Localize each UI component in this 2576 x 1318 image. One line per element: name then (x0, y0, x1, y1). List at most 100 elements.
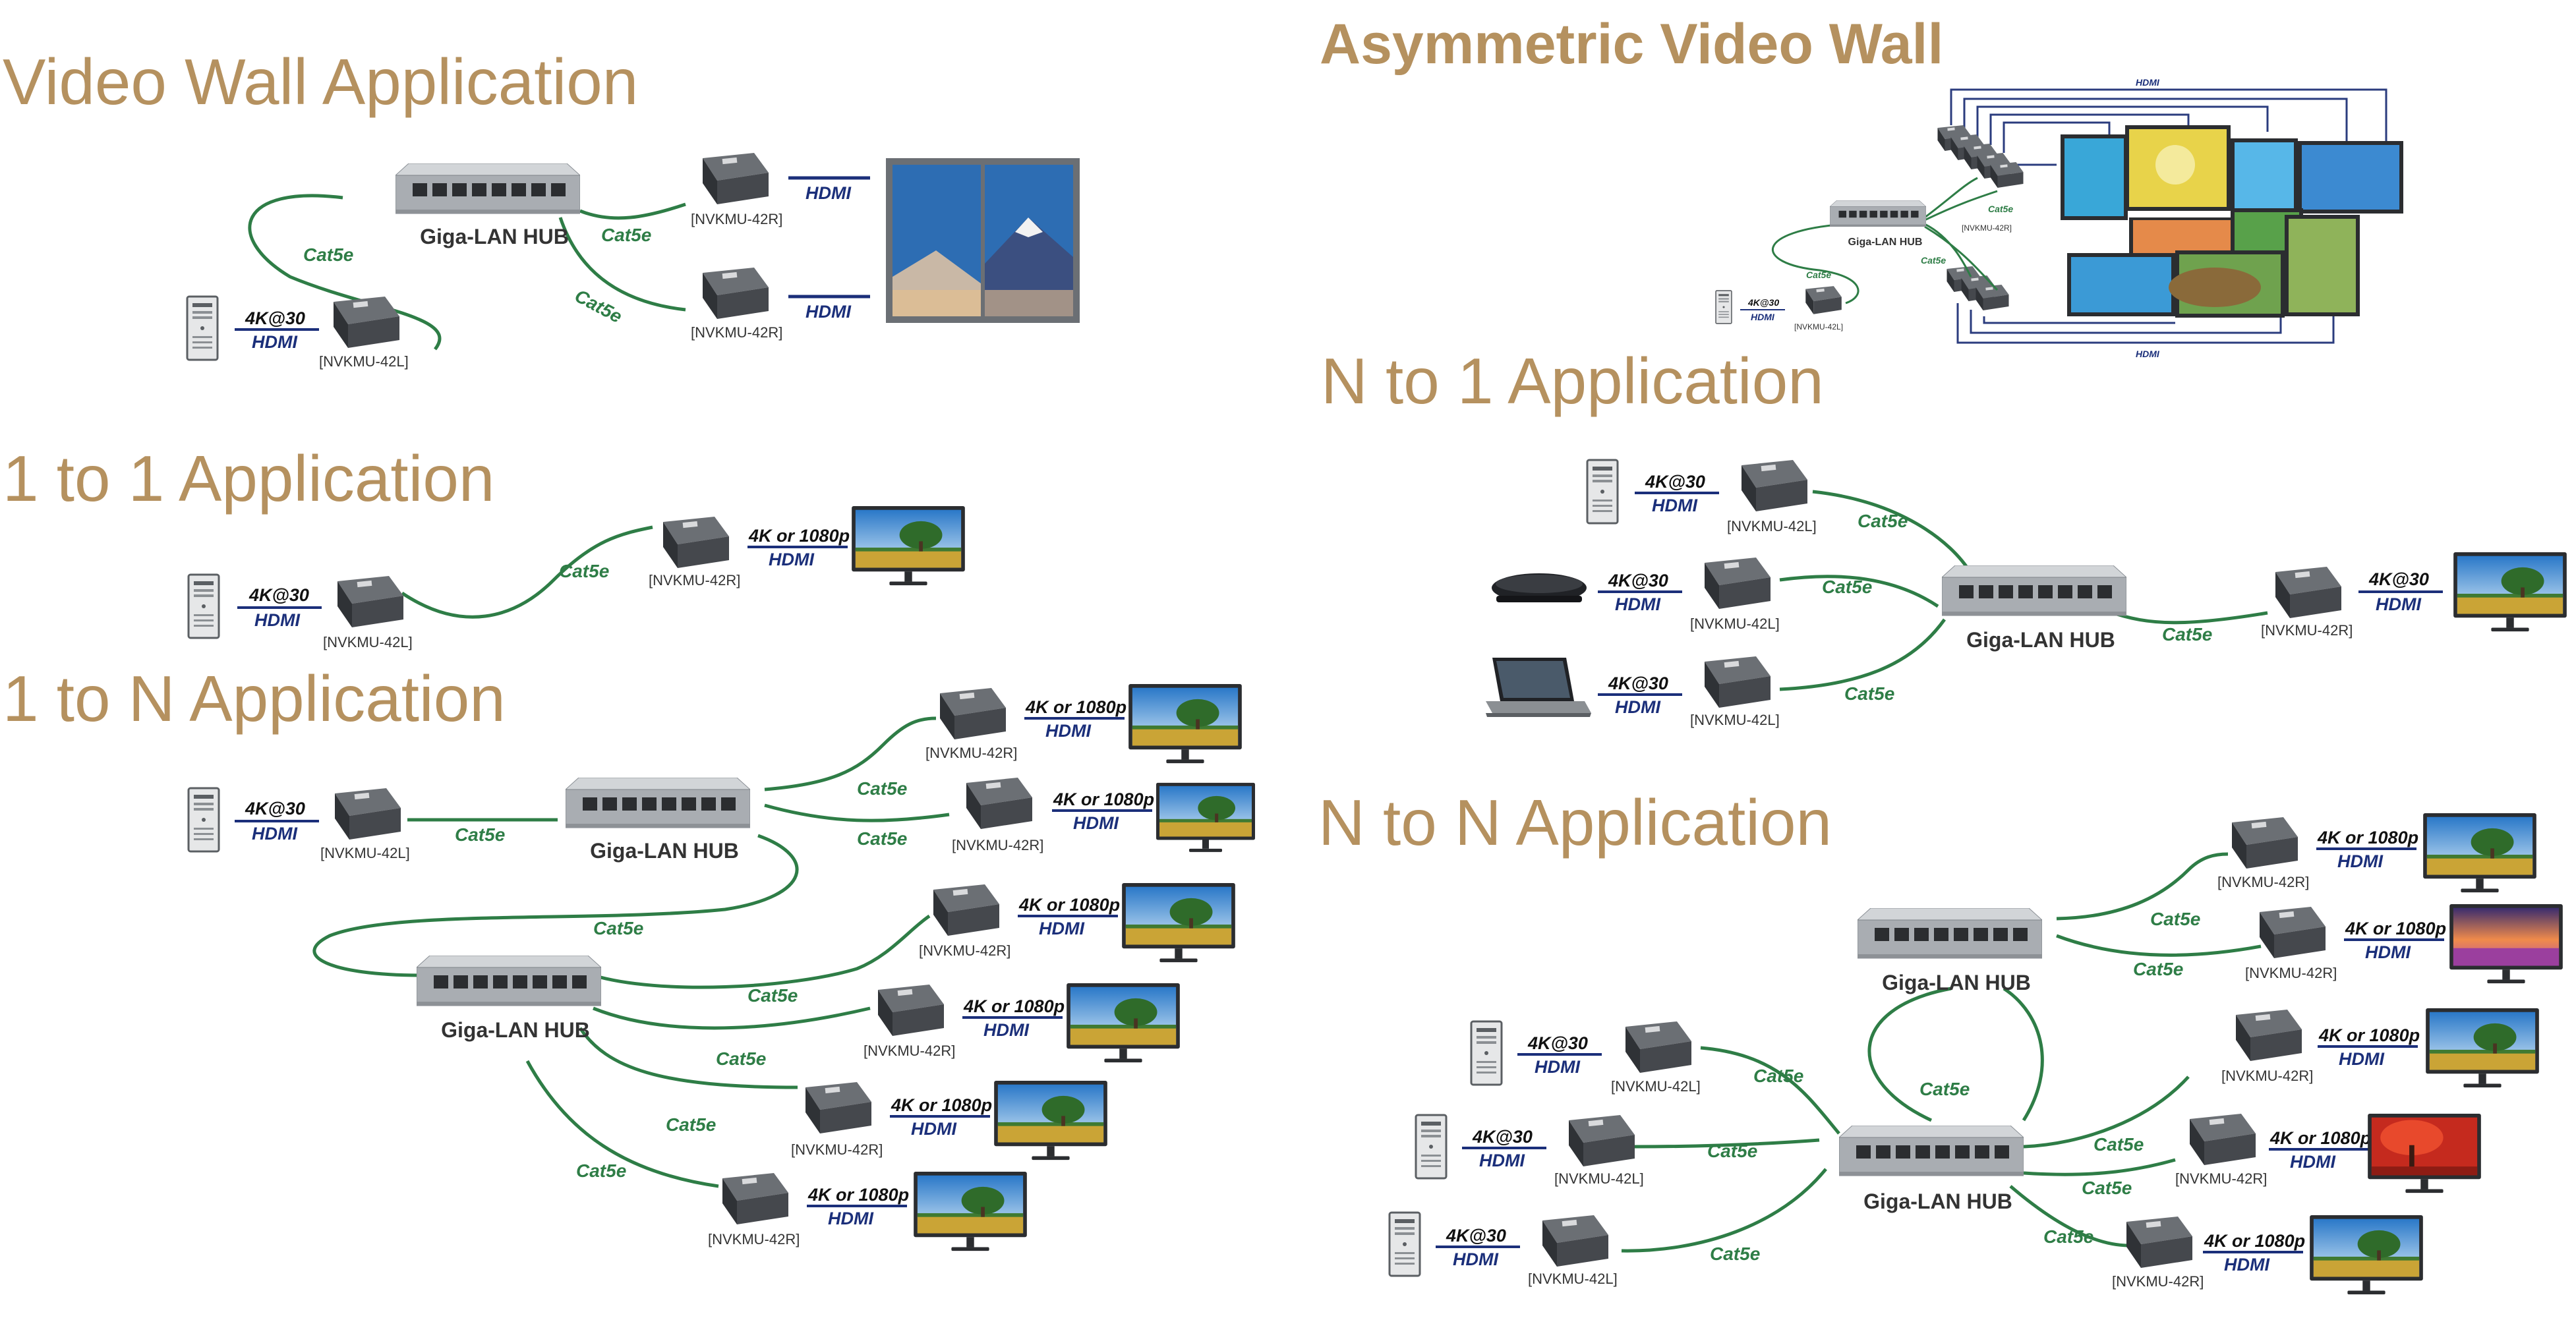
cable-label: Cat5e (716, 1048, 766, 1069)
receiver-label: [NVKMU-42R] (2217, 874, 2309, 890)
receiver-label: [NVKMU-42R] (2221, 1068, 2313, 1084)
tower-pc-icon (1415, 1114, 1448, 1180)
hdmi-label: HDMI (1479, 1151, 1525, 1170)
receiver-label: [NVKMU-42R] (2245, 965, 2337, 981)
cable-label: Cat5e (857, 828, 907, 849)
media-player-icon (1492, 573, 1587, 602)
cable-lines (312, 716, 950, 1188)
hub-label: Giga-LAN HUB (1863, 1189, 2012, 1213)
cable-label: Cat5e (1988, 204, 2013, 214)
cable-label: Cat5e (2082, 1178, 2132, 1198)
resolution-label: 4K or 1080p (807, 1185, 909, 1205)
cable-label: Cat5e (303, 244, 353, 265)
transmitter-label: [NVKMU-42L] (1554, 1170, 1644, 1187)
decoder-box-icon (805, 1082, 871, 1133)
cable-label: Cat5e (576, 1160, 626, 1181)
receiver-label: [NVKMU-42R] (2112, 1273, 2204, 1290)
hdmi-label: HDMI (1652, 496, 1697, 515)
cable-label: Cat5e (559, 561, 609, 581)
hdmi-label: HDMI (2365, 942, 2411, 962)
hdmi-label: HDMI (1615, 697, 1660, 717)
encoder-box-icon (1625, 1021, 1691, 1073)
section-asymmetric-video-wall: Asymmetric Video Wall HDMI HDMI (1320, 13, 2403, 359)
cable-label: Cat5e (1921, 255, 1946, 266)
hdmi-label: HDMI (1751, 312, 1775, 322)
monitor-icon (1067, 983, 1180, 1063)
cable-label: Cat5e (2162, 624, 2212, 645)
section-n-to-n: N to N Application Cat5e Cat5e Cat5e Cat… (1318, 786, 2563, 1295)
hdmi-label: HDMI (254, 610, 300, 630)
decoder-box-icon (940, 688, 1006, 739)
decoder-box-icon (2275, 567, 2341, 618)
section-title-n-to-n: N to N Application (1318, 786, 1832, 859)
hdmi-label: HDMI (1453, 1249, 1498, 1269)
monitor-icon (2426, 1008, 2539, 1088)
cable-label: Cat5e (1844, 683, 1894, 704)
cable-label: Cat5e (1710, 1244, 1760, 1264)
monitor-icon (2453, 552, 2567, 632)
hdmi-label: HDMI (805, 302, 851, 322)
tower-pc-icon (1388, 1211, 1421, 1277)
encoder-box-icon (1569, 1115, 1635, 1166)
resolution-label: 4K@30 (1472, 1127, 1533, 1147)
resolution-label: 4K@30 (245, 308, 305, 328)
resolution-label: 4K@30 (1527, 1033, 1588, 1053)
hdmi-label: HDMI (2339, 1049, 2384, 1069)
hdmi-label: HDMI (1039, 919, 1084, 938)
resolution-label: 4K@30 (1747, 297, 1779, 308)
receiver-label: [NVKMU-42R] (925, 745, 1017, 761)
hdmi-label: HDMI (983, 1020, 1029, 1040)
cable-label: Cat5e (593, 918, 643, 938)
tower-pc-icon (1470, 1020, 1503, 1086)
transmitter-label: [NVKMU-42L] (1794, 322, 1843, 331)
cable-lines (1779, 490, 2268, 691)
monitor-icon (852, 506, 965, 586)
section-1-to-n: 1 to N Application Cat5e Cat5e Cat5e Cat… (3, 662, 1255, 1251)
hdmi-label: HDMI (1073, 813, 1119, 833)
section-title-1-to-1: 1 to 1 Application (3, 442, 494, 515)
cable-label: Cat5e (747, 985, 798, 1006)
resolution-label: 4K or 1080p (891, 1095, 992, 1115)
hub-label: Giga-LAN HUB (1848, 237, 1923, 248)
network-switch-icon (566, 778, 750, 828)
encoder-box-icon (1705, 656, 1771, 708)
monitor-icon (2368, 1114, 2481, 1193)
decoder-box-icon (663, 517, 729, 568)
monitor-icon (2449, 904, 2563, 984)
resolution-label: 4K or 1080p (2204, 1231, 2305, 1251)
resolution-label: 4K@30 (245, 799, 305, 818)
cable-label: Cat5e (1707, 1141, 1757, 1161)
resolution-label: 4K or 1080p (1025, 697, 1127, 717)
tower-pc-icon (186, 295, 219, 361)
hdmi-label: HDMI (2224, 1255, 2269, 1275)
encoder-box-icon (334, 297, 399, 348)
cable-label: Cat5e (571, 285, 626, 327)
hdmi-label: HDMI (252, 824, 297, 844)
hdmi-label: HDMI (2136, 349, 2160, 359)
section-title-n-to-1: N to 1 Application (1321, 345, 1824, 417)
decoder-box-icon (878, 985, 944, 1036)
tower-pc-icon (187, 573, 220, 639)
tower-pc-icon (187, 787, 220, 853)
decoder-box-icon (703, 153, 769, 204)
cable-label: Cat5e (455, 824, 505, 845)
hdmi-label: HDMI (911, 1119, 956, 1139)
hdmi-label: HDMI (2290, 1152, 2335, 1172)
cable-label: Cat5e (601, 225, 651, 245)
transmitter-label: [NVKMU-42L] (1528, 1271, 1618, 1287)
cable-label: Cat5e (1919, 1079, 1970, 1099)
asymmetric-wall-display-icon (2061, 125, 2403, 318)
network-switch-icon (1839, 1126, 2024, 1176)
decoder-box-icon (722, 1173, 788, 1224)
receiver-label: [NVKMU-42R] (791, 1141, 883, 1158)
transmitter-label: [NVKMU-42L] (323, 634, 413, 650)
section-title-video-wall: Video Wall Application (3, 45, 638, 118)
hdmi-label: HDMI (2136, 77, 2160, 88)
cable-line (579, 202, 686, 220)
resolution-label: 4K or 1080p (2318, 1025, 2420, 1045)
resolution-label: 4K or 1080p (2317, 828, 2418, 847)
cable-label: Cat5e (2133, 959, 2183, 979)
cable-line (401, 525, 653, 619)
network-switch-icon (417, 956, 601, 1006)
